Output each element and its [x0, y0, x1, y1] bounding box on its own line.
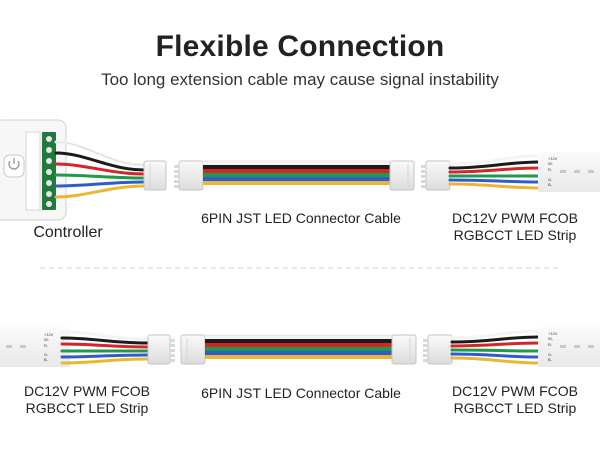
svg-text:R-: R- [548, 167, 553, 172]
svg-text:G-: G- [548, 177, 553, 182]
row1-strip-label-line1: DC12V PWM FCOB [451, 210, 578, 226]
svg-text:R-: R- [548, 342, 553, 347]
row2-left-lead-wires [60, 330, 150, 365]
row2-extension-cable [205, 334, 392, 359]
row1-extension-cable [203, 160, 390, 185]
row2-strip-left-label-line2: RGBCCT LED Strip [25, 400, 149, 416]
row2-plug-male-left [147, 334, 175, 365]
controller-label: Controller [33, 224, 103, 241]
row1-strip-label-line2: RGBCCT LED Strip [453, 227, 577, 243]
row2-strip-right-label: DC12V PWM FCOB RGBCCT LED Strip [440, 383, 590, 417]
row1-led-strip: +12V W- R- G- B- [538, 152, 600, 192]
row2-cable-label: 6PIN JST LED Connector Cable [201, 385, 401, 401]
svg-text:G-: G- [44, 352, 49, 357]
row2-led-strip-left: +12V W- R- G- B- [0, 327, 70, 367]
row1-strip-lead-wires [448, 154, 542, 190]
row2-strip-left-label: DC12V PWM FCOB RGBCCT LED Strip [12, 383, 162, 417]
row2-strip-right-label-line1: DC12V PWM FCOB [451, 383, 578, 399]
row1-plug-male-right [421, 160, 451, 191]
svg-text:+12V: +12V [44, 332, 54, 337]
svg-text:+12V: +12V [548, 331, 558, 336]
row2-right-lead-wires [450, 329, 542, 365]
svg-text:B-: B- [44, 357, 49, 362]
svg-text:R-: R- [44, 343, 49, 348]
page-title: Flexible Connection [155, 30, 445, 63]
controller-output-wires [54, 140, 146, 199]
row1-plug-female-right [389, 160, 415, 191]
row2-plug-female-right [391, 334, 417, 365]
svg-text:G-: G- [548, 352, 553, 357]
svg-text:B-: B- [548, 357, 553, 362]
row1-cable-label: 6PIN JST LED Connector Cable [201, 210, 401, 226]
row2-plug-male-right [423, 334, 453, 365]
row2-strip-left-label-line1: DC12V PWM FCOB [23, 383, 150, 399]
page-subtitle: Too long extension cable may cause signa… [101, 70, 499, 89]
controller-terminal-block [42, 132, 56, 210]
row1-plug-female-left [143, 160, 167, 191]
svg-text:+12V: +12V [548, 156, 558, 161]
row2-led-strip-right: +12V W- R- G- B- [538, 327, 600, 367]
controller-power-button-icon [3, 154, 25, 178]
svg-text:W-: W- [548, 161, 554, 166]
controller-label-sticker [25, 131, 41, 211]
row1-strip-label: DC12V PWM FCOB RGBCCT LED Strip [440, 210, 590, 244]
row1-plug-male-left [174, 160, 204, 191]
row2-strip-right-label-line2: RGBCCT LED Strip [453, 400, 577, 416]
svg-text:W-: W- [44, 337, 50, 342]
svg-text:B-: B- [548, 182, 553, 187]
svg-text:W-: W- [548, 336, 554, 341]
row2-plug-female-left [180, 334, 206, 365]
controller-device [0, 119, 67, 221]
